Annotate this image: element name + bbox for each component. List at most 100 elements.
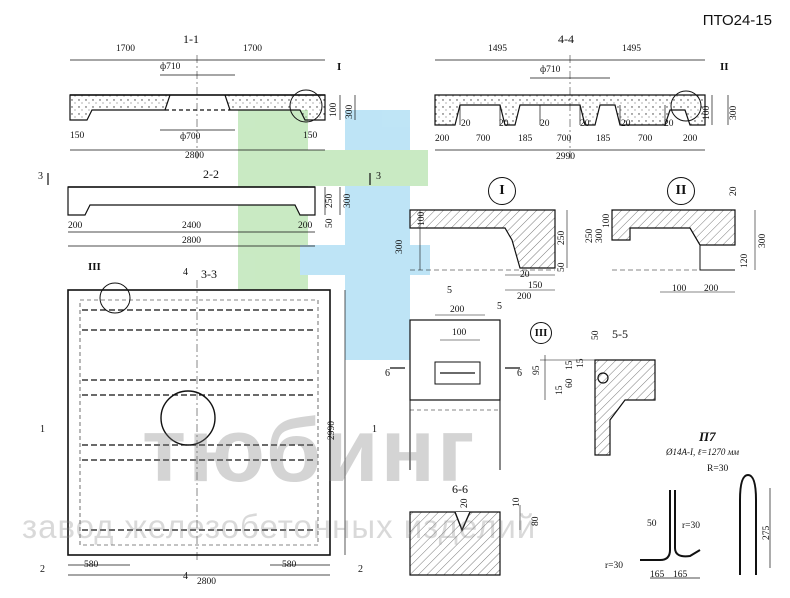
dim-6-6-80: 80 xyxy=(531,516,541,527)
dim-I-bottom-c: 200 xyxy=(517,292,532,302)
dim-4-4-b2: 700 xyxy=(476,134,491,144)
watermark-brand-text: тюбинг xyxy=(142,401,477,501)
dim-5-w-100: 100 xyxy=(452,328,467,338)
dim-II-right-120: 120 xyxy=(740,253,750,268)
section-4-4-drawing xyxy=(434,55,729,160)
dim-4-4-b7: 20 xyxy=(580,119,590,129)
cut-4-top: 4 xyxy=(183,267,188,278)
dim-4-4-h-100: 100 xyxy=(702,105,712,120)
section-2-2-drawing xyxy=(47,173,371,247)
detail-II-label: II xyxy=(667,177,695,205)
callout-3-3-III: III xyxy=(88,261,101,273)
dim-P7-w-165b: 165 xyxy=(673,570,688,580)
dim-1-1-right-half: 1700 xyxy=(243,44,262,54)
dim-II-top: 20 xyxy=(729,186,739,197)
cut-5-drawing xyxy=(390,314,520,470)
dim-3-3-right: 580 xyxy=(282,560,297,570)
loop-P7-drawing xyxy=(640,473,771,579)
plan-round-opening xyxy=(160,390,216,446)
dim-1-1-h-100: 100 xyxy=(329,102,339,117)
cut-4-bottom: 4 xyxy=(183,571,188,582)
dim-4-4-right-half: 1495 xyxy=(622,44,641,54)
dim-P7-w-50: 50 xyxy=(647,519,657,529)
dim-I-bottom-a: 20 xyxy=(520,270,530,280)
dim-II-right-300: 300 xyxy=(758,233,768,248)
section-4-4-title: 4-4 xyxy=(558,32,574,46)
dim-4-4-b4: 185 xyxy=(518,134,533,144)
dim-I-height: 300 xyxy=(395,239,405,254)
dim-2-2-h-300: 300 xyxy=(343,193,353,208)
dim-3-3-total: 2800 xyxy=(197,577,216,587)
dim-4-4-b1: 20 xyxy=(461,119,471,129)
cut-2-left: 2 xyxy=(40,564,45,575)
section-1-1-title: 1-1 xyxy=(183,32,199,46)
section-6-6-title: 6-6 xyxy=(452,482,468,496)
dim-3-3-left: 580 xyxy=(84,560,99,570)
dim-2-2-right: 200 xyxy=(298,221,313,231)
dim-5-5-h-95: 95 xyxy=(532,365,542,376)
detail-I-label: I xyxy=(488,177,516,205)
callout-4-4-II: II xyxy=(720,61,729,73)
dim-2-2-inner: 2400 xyxy=(182,221,201,231)
dim-3-3-height: 2990 xyxy=(327,421,337,440)
logo-blue-bar xyxy=(300,245,430,275)
detail-I-drawing xyxy=(409,209,568,291)
loop-P7-spec: Ø14А-I, ℓ=1270 мм xyxy=(666,447,740,457)
dim-5-5-top-50: 50 xyxy=(591,330,601,341)
dim-2-2-left: 200 xyxy=(68,221,83,231)
dim-5-5-h-15c: 15 xyxy=(555,385,565,396)
dim-4-4-b0: 200 xyxy=(435,134,450,144)
dim-4-4-b5: 20 xyxy=(540,119,550,129)
logo-green-bar xyxy=(238,150,428,186)
dim-5-5-h-15a: 15 xyxy=(565,360,575,371)
dim-I-side-50: 50 xyxy=(557,262,567,273)
dim-I-right-h: 250 xyxy=(557,230,567,245)
cut-6-right: 6 xyxy=(517,368,522,379)
dim-5-w-200: 200 xyxy=(450,305,465,315)
dim-I-top: 100 xyxy=(417,211,427,226)
dim-4-4-b3: 20 xyxy=(499,119,509,129)
detail-II-drawing xyxy=(611,209,756,293)
callout-5-5-III: III xyxy=(530,322,552,344)
dim-1-1-top-hole: ф710 xyxy=(160,62,181,72)
logo-blue-block xyxy=(345,110,410,360)
dim-5-5-h-60: 60 xyxy=(565,378,575,389)
dim-6-6-20: 20 xyxy=(460,498,470,509)
dim-4-4-top-hole: ф710 xyxy=(540,65,561,75)
plan-3-3-drawing xyxy=(67,280,346,576)
plan-3-3-title: 3-3 xyxy=(201,267,217,281)
cut-6-left: 6 xyxy=(385,368,390,379)
dim-2-2-h-250: 250 xyxy=(325,193,335,208)
section-6-6-drawing xyxy=(409,505,521,576)
dim-4-4-b9: 20 xyxy=(621,119,631,129)
dim-4-4-b8: 185 xyxy=(596,134,611,144)
dim-P7-r-left: r=30 xyxy=(605,561,624,571)
section-2-2-title: 2-2 xyxy=(203,167,219,181)
dim-1-1-h-300: 300 xyxy=(345,104,355,119)
dim-II-left-100: 100 xyxy=(602,213,612,228)
cut-3-left: 3 xyxy=(38,171,43,182)
dim-P7-w-165a: 165 xyxy=(650,570,665,580)
dim-1-1-total: 2800 xyxy=(185,151,204,161)
dim-4-4-b10: 700 xyxy=(638,134,653,144)
callout-1-1-I: I xyxy=(337,61,342,73)
watermark-subtitle-text: завод железобетонных изделий xyxy=(22,508,537,545)
dim-P7-r-mid: r=30 xyxy=(682,521,701,531)
dim-1-1-left-edge: 150 xyxy=(70,131,85,141)
cut-2-right: 2 xyxy=(358,564,363,575)
document-code: ПТО24-15 xyxy=(702,12,772,29)
dim-P7-h-275: 275 xyxy=(762,525,772,540)
loop-P7-title: П7 xyxy=(699,429,716,444)
dim-2-2-total: 2800 xyxy=(182,236,201,246)
dim-1-1-bottom-hole: ф700 xyxy=(180,132,201,142)
dim-6-6-10: 10 xyxy=(512,497,522,508)
dim-II-bottom-100: 100 xyxy=(672,284,687,294)
cut-5-top: 5 xyxy=(447,285,452,296)
section-1-1-drawing xyxy=(69,55,356,160)
section-5-5-title: 5-5 xyxy=(612,327,628,341)
dim-4-4-left-half: 1495 xyxy=(488,44,507,54)
dim-4-4-b11: 20 xyxy=(664,119,674,129)
dim-II-bottom-200: 200 xyxy=(704,284,719,294)
dim-4-4-h-300: 300 xyxy=(729,105,739,120)
